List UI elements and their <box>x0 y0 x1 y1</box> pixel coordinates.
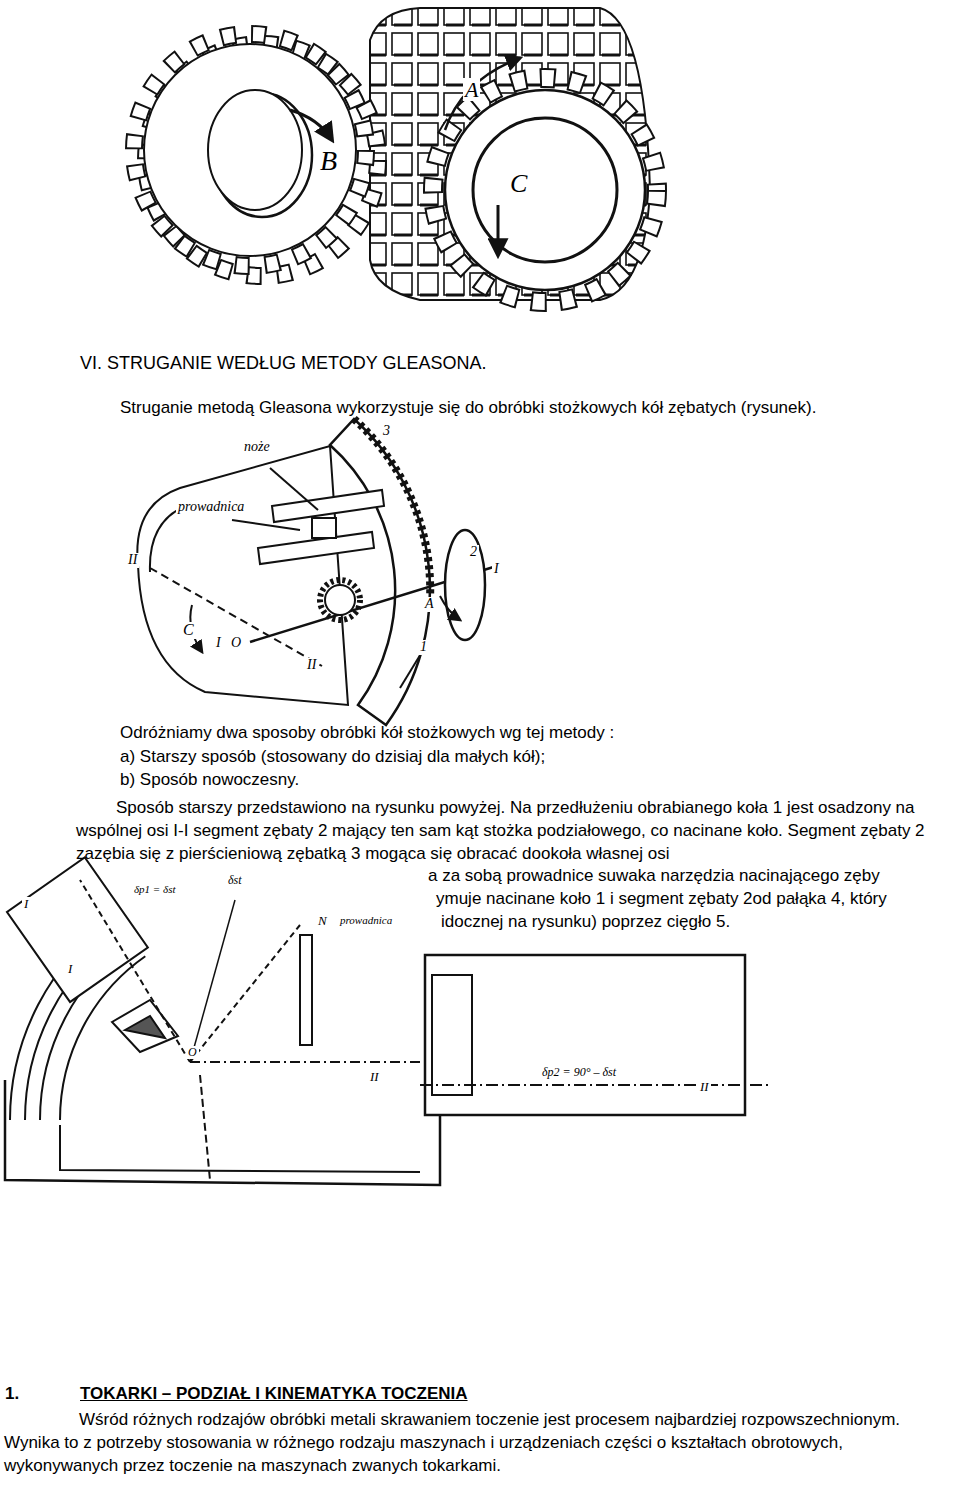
body-text-fragment: a za sobą prowadnice suwaka narzędzia na… <box>428 866 880 886</box>
callout-letter: C <box>181 622 196 639</box>
angle-label: δp1 = δst <box>132 884 178 896</box>
angle-label: δst <box>226 874 244 887</box>
part-name: prowadnica <box>176 500 246 515</box>
point-label: O <box>229 636 243 651</box>
axis-label: I <box>214 636 223 651</box>
axis-label: I <box>66 962 74 976</box>
callout-number: 3 <box>381 424 392 439</box>
section-heading: VI. STRUGANIE WEDŁUG METODY GLEASONA. <box>80 353 486 375</box>
body-paragraph: Sposób starszy przedstawiono na rysunku … <box>76 796 956 865</box>
point-label: N <box>316 914 329 928</box>
callout-letter: B <box>318 146 339 175</box>
axis-label: II <box>126 553 139 568</box>
axis-label: II <box>698 1080 711 1094</box>
body-text: Struganie metodą Gleasona wykorzystuje s… <box>120 398 816 418</box>
body-text-fragment: ymuje nacinane koło 1 i segment zębaty 2… <box>436 889 887 909</box>
point-label: O <box>186 1046 199 1059</box>
callout-letter: A <box>423 597 436 612</box>
callout-number: 2 <box>468 545 479 560</box>
axis-label: I <box>492 562 501 577</box>
part-name: prowadnica <box>338 915 394 927</box>
angle-label: δp2 = 90° – δst <box>540 1066 618 1079</box>
callout-letter: C <box>508 170 529 197</box>
list-item: a) Starszy sposób (stosowany do dzisiaj … <box>120 747 545 767</box>
gleason-planer-figure <box>137 419 500 725</box>
list-item: b) Sposób nowoczesny. <box>120 770 299 790</box>
body-paragraph: Wśród różnych rodzajów obróbki metali sk… <box>4 1408 956 1477</box>
axis-label: I <box>22 897 30 911</box>
section-number: 1. <box>5 1384 19 1404</box>
section-heading: TOKARKI – PODZIAŁ I KINEMATYKA TOCZENIA <box>80 1384 468 1404</box>
part-name: noże <box>242 440 272 455</box>
body-text-fragment: idocznej na rysunku) poprzez cięgło 5. <box>441 912 730 932</box>
axis-label: II <box>305 658 318 673</box>
body-text: Odróżniamy dwa sposoby obróbki kół stożk… <box>120 723 614 743</box>
axis-label: II <box>368 1070 381 1084</box>
callout-letter: A <box>463 78 480 101</box>
hob-and-gear-figure <box>134 8 657 302</box>
callout-number: 1 <box>418 640 429 655</box>
